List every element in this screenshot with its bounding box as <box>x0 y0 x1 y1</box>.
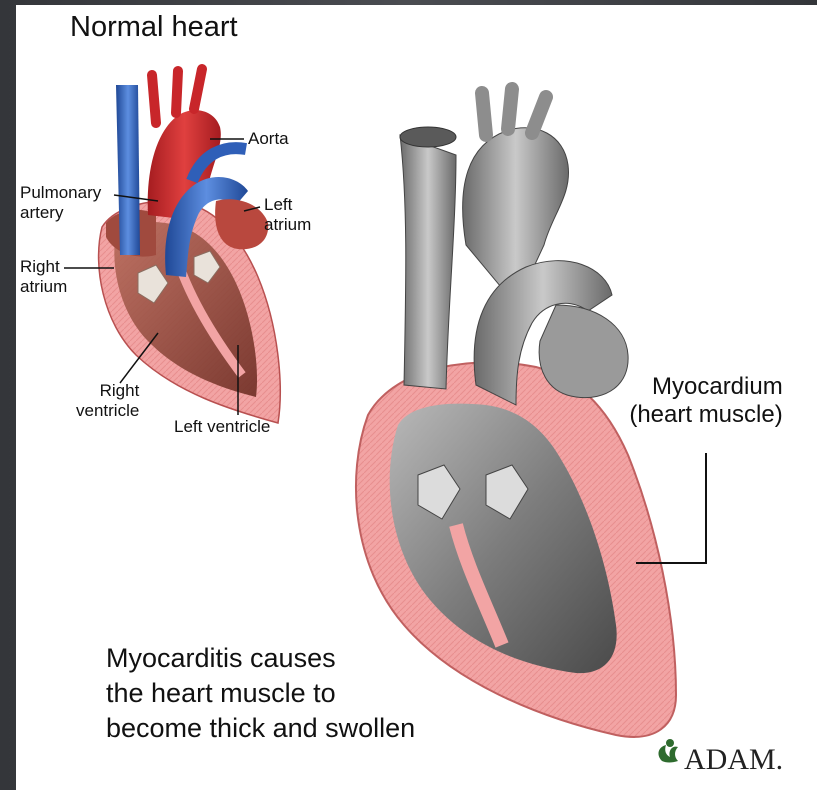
label-pulmonary-artery-line1: Pulmonary <box>20 183 101 203</box>
label-left-atrium: Left atrium <box>264 195 311 234</box>
label-right-ventricle: Right ventricle <box>76 381 139 420</box>
caption-line2: the heart muscle to <box>106 676 415 711</box>
label-myocardium: Myocardium (heart muscle) <box>616 373 783 428</box>
label-right-ventricle-line1: Right <box>76 381 139 401</box>
caption-line1: Myocarditis causes <box>106 641 415 676</box>
left-atrium-gray <box>539 305 628 398</box>
vena-cava-shape <box>116 85 140 255</box>
vena-cava-opening <box>400 127 456 147</box>
label-right-atrium: Right atrium <box>20 257 67 296</box>
label-left-atrium-line2: atrium <box>264 215 311 235</box>
vena-cava-gray <box>400 135 456 389</box>
label-right-ventricle-line2: ventricle <box>76 401 139 421</box>
label-left-atrium-line1: Left <box>264 195 311 215</box>
adam-logo-mark <box>659 739 678 763</box>
page-title: Normal heart <box>70 11 238 44</box>
caption-line3: become thick and swollen <box>106 711 415 746</box>
label-pulmonary-artery: Pulmonary artery <box>20 183 101 222</box>
label-right-atrium-line2: atrium <box>20 277 67 297</box>
label-left-ventricle: Left ventricle <box>174 417 270 437</box>
adam-logo: ADAM. <box>684 743 783 778</box>
label-aorta: Aorta <box>248 129 289 149</box>
label-myocardium-line1: Myocardium <box>616 373 783 401</box>
caption: Myocarditis causes the heart muscle to b… <box>106 641 415 746</box>
label-pulmonary-artery-line2: artery <box>20 203 101 223</box>
illustration-panel: Normal heart Aorta Pulmonary artery Left… <box>16 5 817 790</box>
aortic-branches-gray <box>482 89 546 135</box>
normal-heart-drawing <box>99 69 281 423</box>
label-myocardium-line2: (heart muscle) <box>616 401 783 429</box>
label-right-atrium-line1: Right <box>20 257 67 277</box>
